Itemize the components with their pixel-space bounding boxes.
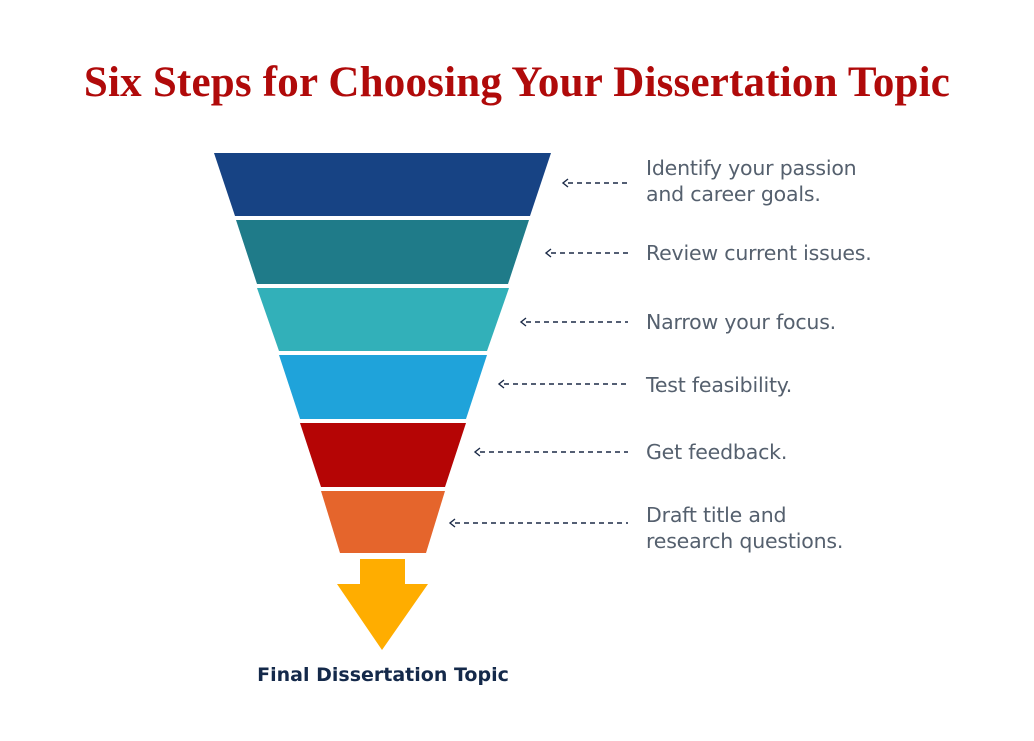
page-title: Six Steps for Choosing Your Dissertation… xyxy=(83,59,951,106)
leader-arrow-1 xyxy=(561,178,628,188)
leader-arrow-4 xyxy=(497,379,628,389)
step-label-3-line-1: Narrow your focus. xyxy=(646,310,836,334)
step-label-1: Identify your passion and career goals. xyxy=(646,155,857,207)
step-label-1-line-2: and career goals. xyxy=(646,182,821,206)
funnel-band-5 xyxy=(300,423,466,487)
step-label-3: Narrow your focus. xyxy=(646,309,836,335)
step-label-5: Get feedback. xyxy=(646,439,787,465)
leader-arrow-2 xyxy=(544,248,628,258)
funnel-band-1 xyxy=(214,153,551,216)
step-label-4-line-1: Test feasibility. xyxy=(646,373,793,397)
funnel-band-2 xyxy=(236,220,529,284)
step-label-6: Draft title and research questions. xyxy=(646,502,843,554)
step-label-2: Review current issues. xyxy=(646,240,872,266)
funnel-band-3 xyxy=(257,288,509,351)
final-topic-label: Final Dissertation Topic xyxy=(257,664,509,686)
funnel-band-6 xyxy=(321,491,445,553)
step-label-4: Test feasibility. xyxy=(646,372,792,398)
leader-arrow-6 xyxy=(448,518,628,528)
step-label-6-line-2: research questions. xyxy=(646,529,844,553)
step-label-6-line-1: Draft title and xyxy=(646,503,787,527)
leader-arrow-5 xyxy=(473,447,628,457)
funnel-band-4 xyxy=(279,355,487,419)
step-label-5-line-1: Get feedback. xyxy=(646,440,788,464)
down-arrow-icon xyxy=(337,559,428,650)
step-label-1-line-1: Identify your passion xyxy=(646,156,857,180)
step-label-2-line-1: Review current issues. xyxy=(646,241,872,265)
leader-arrow-3 xyxy=(519,317,628,327)
